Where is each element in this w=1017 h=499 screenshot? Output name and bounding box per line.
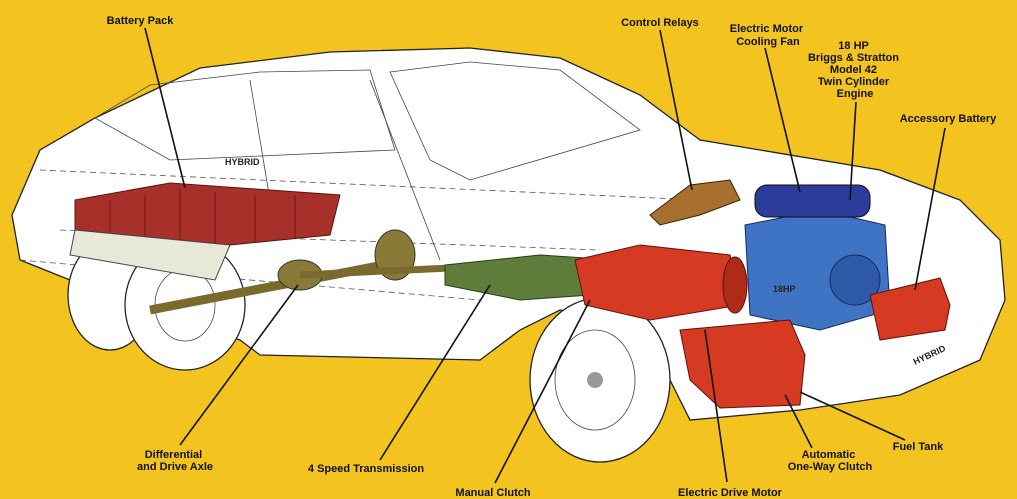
label-transmission: 4 Speed Transmission xyxy=(308,463,424,475)
engine-badge: 18HP xyxy=(773,284,796,294)
label-differential: Differential and Drive Axle xyxy=(137,449,213,473)
leader-lines xyxy=(144,27,946,484)
windshield xyxy=(389,61,641,181)
control-relays xyxy=(649,179,741,226)
hybrid-badge: HYBRID xyxy=(225,157,260,167)
battery-pack xyxy=(69,182,341,281)
label-one-way-clutch: Automatic One-Way Clutch xyxy=(788,449,873,473)
rear-window xyxy=(94,69,396,161)
accessory-battery xyxy=(869,277,951,341)
label-fuel-tank: Fuel Tank xyxy=(893,441,944,453)
engine: 18HP xyxy=(744,209,891,331)
label-control-relays: Control Relays xyxy=(621,17,699,29)
label-accessory-battery: Accessory Battery xyxy=(900,113,997,125)
label-manual-clutch: Manual Clutch xyxy=(455,487,530,499)
label-engine: 18 HP Briggs & Stratton Model 42 Twin Cy… xyxy=(808,40,902,100)
front-wheel xyxy=(529,297,671,463)
label-electric-drive-motor: Electric Drive Motor xyxy=(678,487,783,499)
electric-drive-motor xyxy=(574,244,748,321)
label-cooling-fan: Electric Motor Cooling Fan xyxy=(730,23,806,48)
drive-axle xyxy=(149,229,451,315)
label-battery-pack: Battery Pack xyxy=(107,15,175,27)
cooling-fan xyxy=(754,184,871,218)
fuel-tank xyxy=(679,319,806,409)
